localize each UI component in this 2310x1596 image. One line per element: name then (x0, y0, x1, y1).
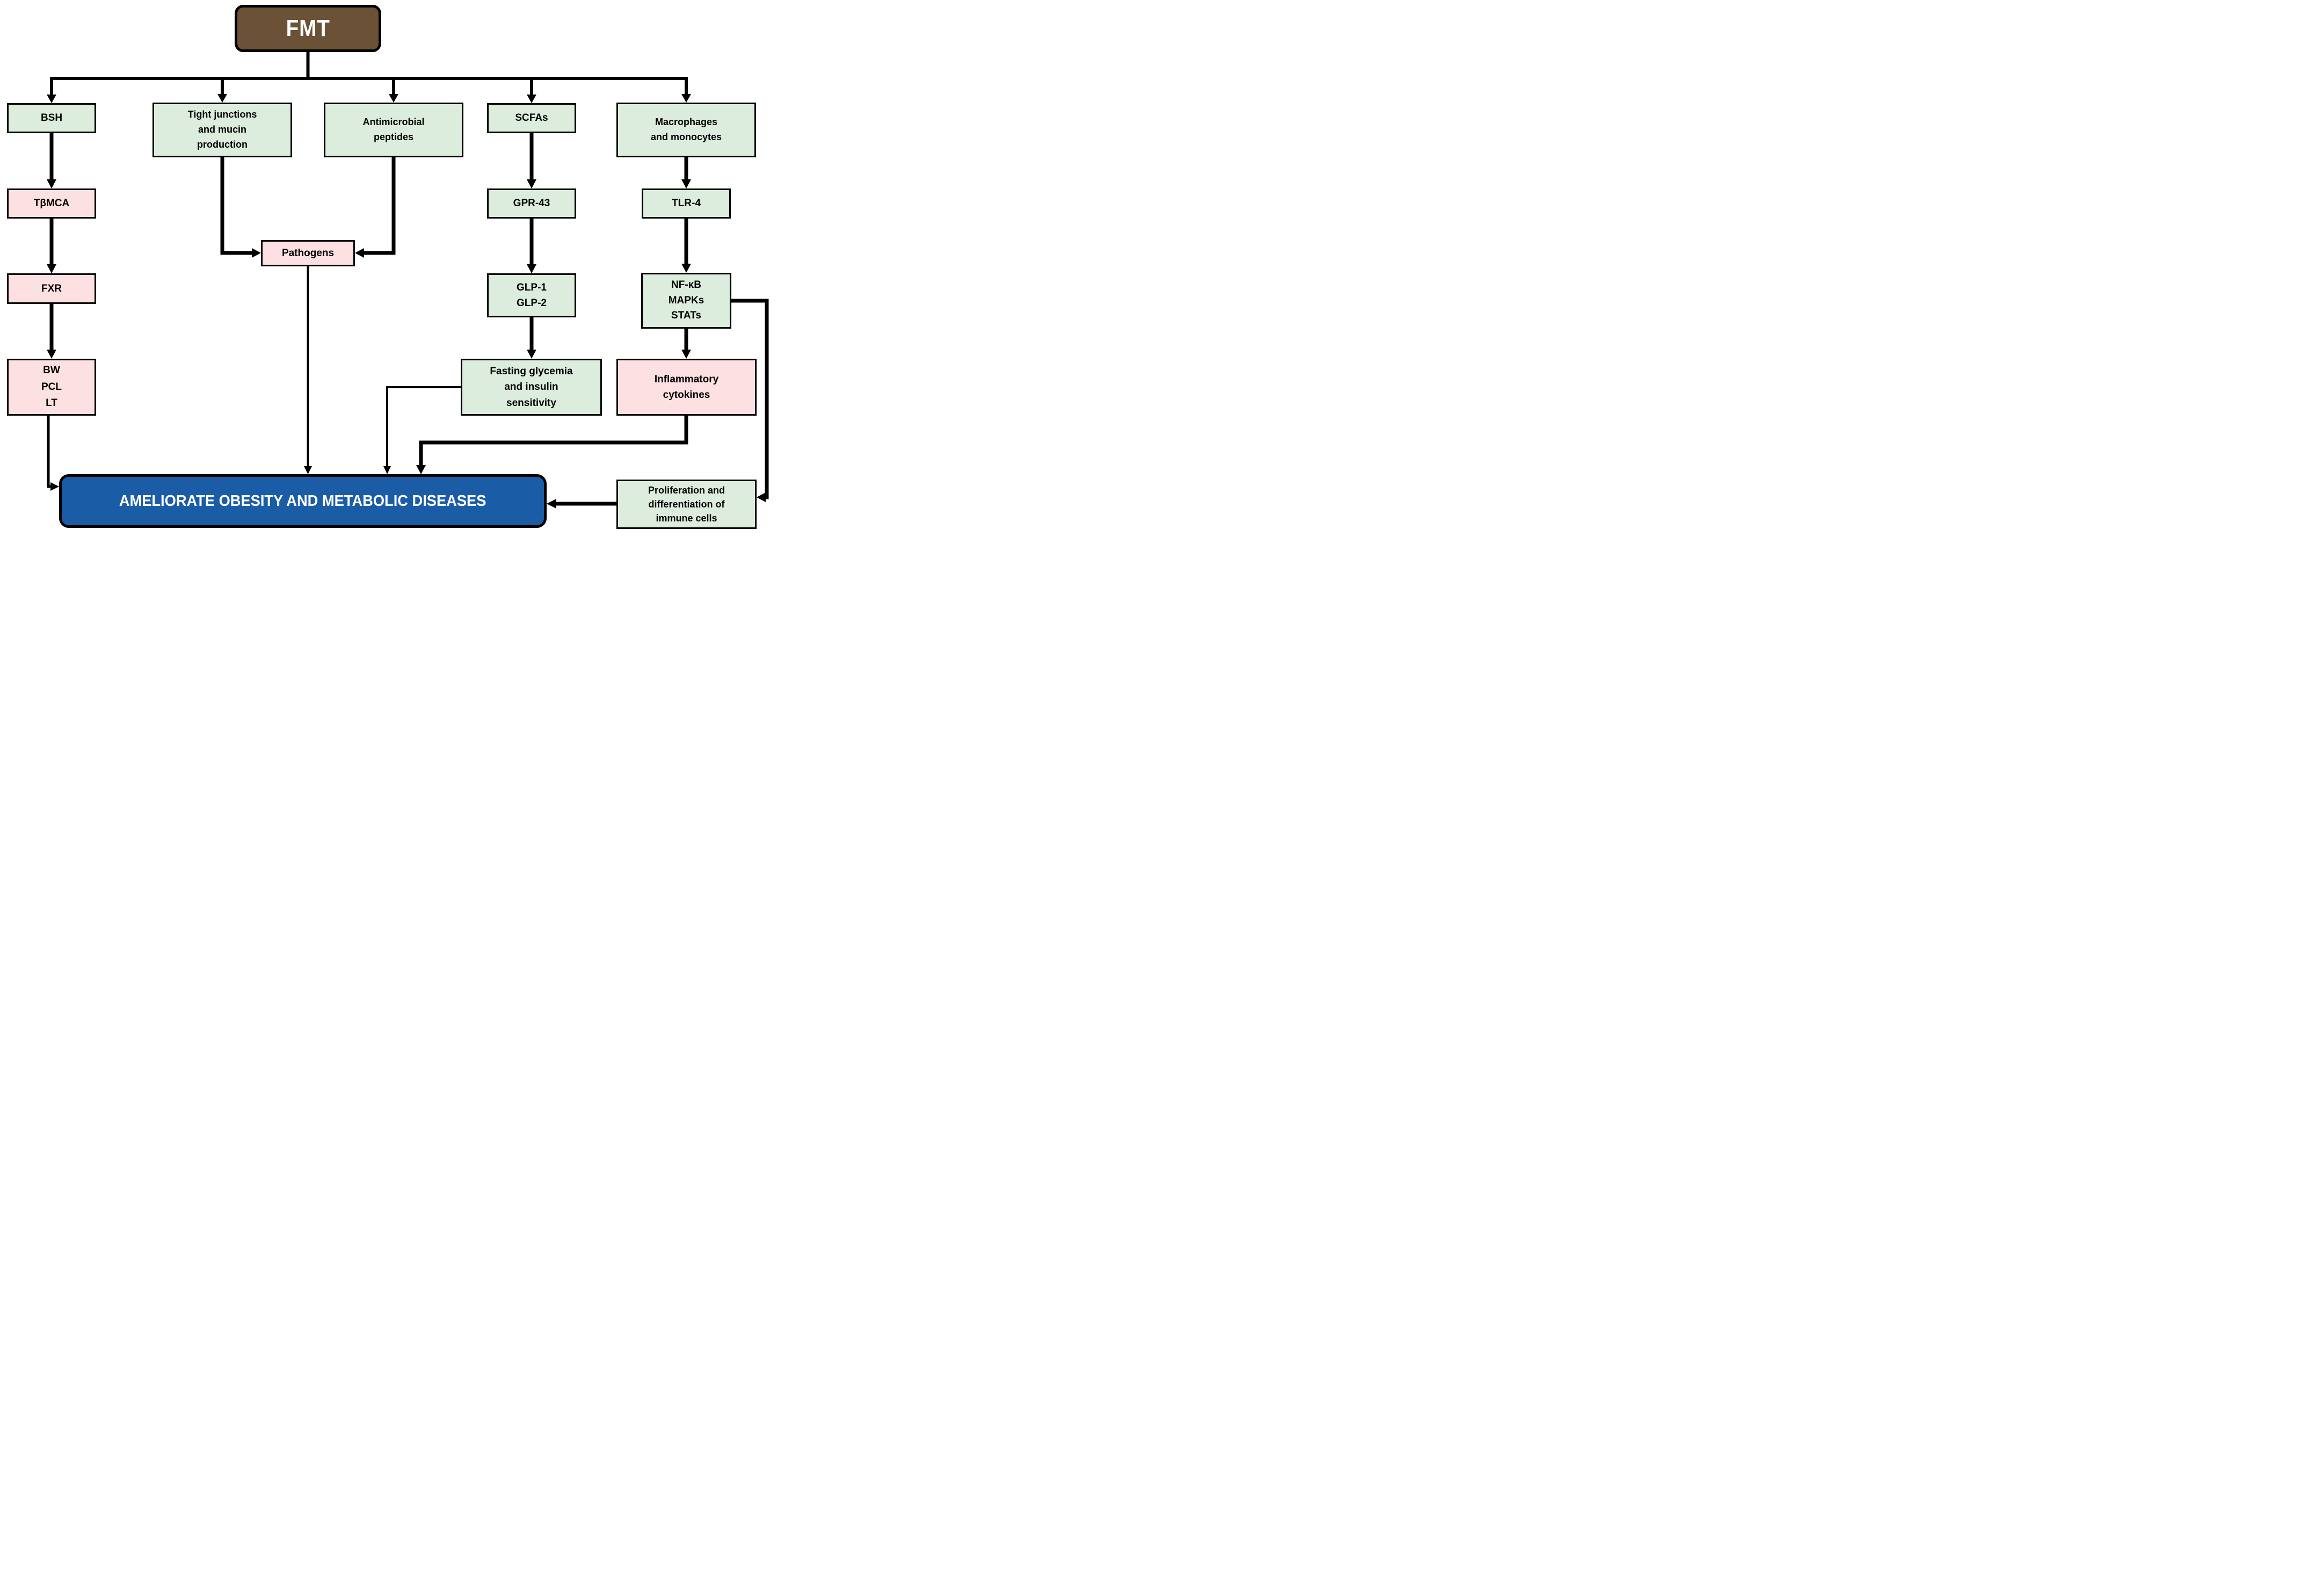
connector-layer (47, 52, 769, 509)
node-outcome-label: AMELIORATE OBESITY AND METABOLIC DISEASE… (119, 492, 486, 510)
edge-fasting-to-outcome (386, 386, 461, 466)
arrowhead-tlr4-to-nfkb (681, 264, 691, 273)
edge-antimicrobial-to-pathogens (364, 157, 396, 255)
node-pathogens: Pathogens (261, 240, 355, 266)
arrowhead-scfas-to-gpr43 (527, 179, 536, 188)
arrowhead-fmt-to-bsh (47, 95, 56, 103)
node-fasting-glycemia: Fasting glycemia and insulin sensitivity (461, 359, 602, 416)
node-proliferation-immune-cells: Proliferation and differentiation of imm… (616, 480, 757, 529)
arrowhead-fmt-to-tight-junctions (217, 94, 227, 103)
arrowhead-tight-junctions-to-pathogens (252, 248, 261, 258)
node-scfas: SCFAs (487, 103, 576, 133)
node-fmt-label: FMT (286, 14, 330, 41)
arrowhead-bw-to-outcome (50, 482, 59, 491)
node-nfkb-mapks-stats: NF-κB MAPKs STATs (641, 273, 731, 329)
node-tbmca: TβMCA (7, 188, 96, 219)
edge-bw-to-outcome (47, 416, 50, 488)
node-fmt: FMT (235, 5, 381, 52)
arrowhead-macrophages-to-tlr4 (681, 179, 691, 188)
node-macrophages-monocytes: Macrophages and monocytes (616, 103, 756, 157)
arrowhead-antimicrobial-to-pathogens (355, 248, 364, 258)
arrowhead-gpr43-to-glp (527, 264, 536, 273)
arrowhead-fmt-to-macrophages (681, 94, 691, 103)
node-outcome: AMELIORATE OBESITY AND METABOLIC DISEASE… (59, 474, 547, 528)
node-bsh: BSH (7, 103, 96, 133)
arrowhead-cytokines-to-outcome (416, 465, 426, 474)
node-tlr4: TLR-4 (642, 188, 731, 219)
arrowhead-fasting-to-outcome (383, 466, 391, 474)
node-fxr: FXR (7, 273, 96, 304)
arrowhead-fxr-to-bw (47, 350, 56, 359)
edge-nfkb-to-proliferation (731, 299, 769, 499)
node-glp1-glp2: GLP-1 GLP-2 (487, 273, 576, 317)
node-gpr43: GPR-43 (487, 188, 576, 219)
node-antimicrobial-peptides: Antimicrobial peptides (324, 103, 463, 157)
arrowhead-tbmca-to-fxr (47, 264, 56, 273)
arrowhead-nfkb-to-proliferation (757, 492, 766, 502)
fmt-pathway-flowchart: FMT BSH Tight junctions and mucin produc… (0, 0, 770, 532)
arrowhead-fmt-to-scfas (527, 95, 536, 103)
arrowhead-pathogens-to-outcome (304, 466, 312, 474)
arrowhead-nfkb-to-cytokines (681, 350, 691, 359)
node-bw-pcl-lt: BW PCL LT (7, 359, 96, 416)
edge-cytokines-to-outcome (419, 416, 688, 465)
node-inflammatory-cytokines: Inflammatory cytokines (616, 359, 757, 416)
arrowhead-glp-to-fasting (527, 350, 536, 359)
edge-tight-junctions-to-pathogens (220, 157, 252, 255)
arrowhead-bsh-to-tbmca (47, 179, 56, 188)
arrowhead-proliferation-to-outcome (547, 499, 556, 509)
arrowhead-fmt-to-antimicrobial (389, 94, 398, 103)
node-tight-junctions: Tight junctions and mucin production (152, 103, 292, 157)
